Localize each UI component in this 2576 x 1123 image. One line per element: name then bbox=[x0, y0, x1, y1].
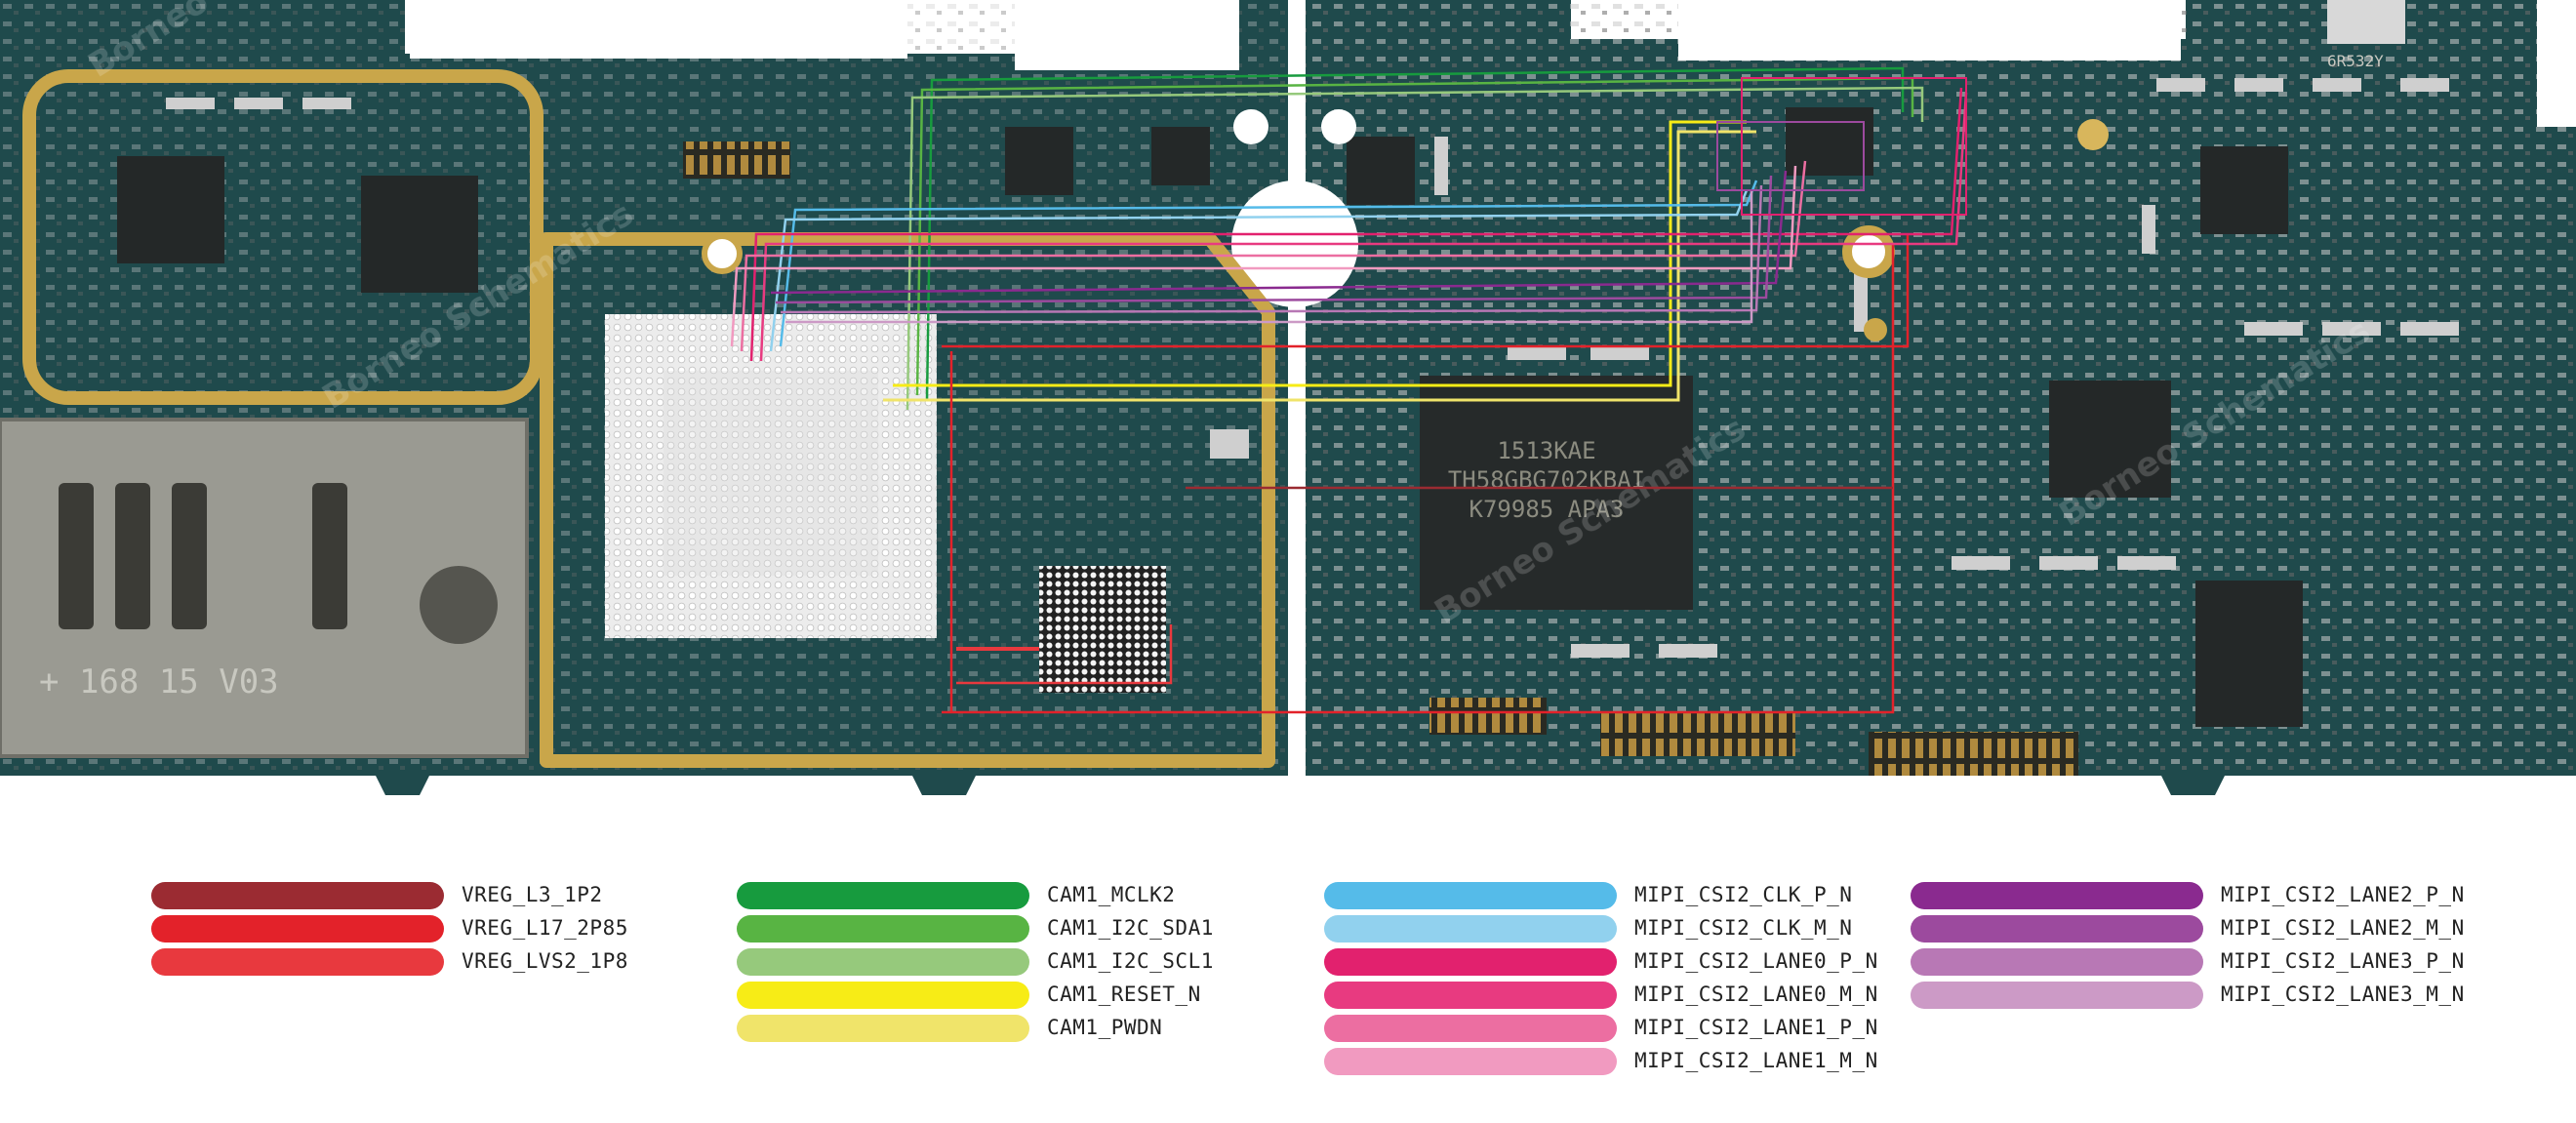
legend-label: CAM1_RESET_N bbox=[1047, 983, 1201, 1006]
sim-tray-text: + 168 15 V03 bbox=[39, 662, 279, 702]
legend-item: MIPI_CSI2_LANE0_P_N bbox=[1324, 944, 2007, 978]
legend-item: VREG_LVS2_1P8 bbox=[151, 944, 834, 978]
legend-column-mipi-lanes: MIPI_CSI2_LANE2_P_N MIPI_CSI2_LANE2_M_N … bbox=[1911, 878, 2576, 1011]
legend-swatch bbox=[1324, 982, 1617, 1009]
chip-marking-2: TH58GBG702KBAI bbox=[1448, 466, 1645, 494]
legend-swatch bbox=[737, 982, 1029, 1009]
legend-label: MIPI_CSI2_LANE2_M_N bbox=[2221, 916, 2465, 940]
legend-swatch bbox=[151, 948, 444, 976]
legend-label: MIPI_CSI2_LANE0_P_N bbox=[1634, 949, 1878, 973]
legend-swatch bbox=[737, 948, 1029, 976]
legend-column-power: VREG_L3_1P2 VREG_L17_2P85 VREG_LVS2_1P8 bbox=[151, 878, 834, 978]
legend-label: MIPI_CSI2_LANE0_M_N bbox=[1634, 983, 1878, 1006]
legend-label: MIPI_CSI2_LANE3_P_N bbox=[2221, 949, 2465, 973]
legend-label: CAM1_MCLK2 bbox=[1047, 883, 1176, 906]
legend-label: VREG_LVS2_1P8 bbox=[462, 949, 628, 973]
legend-column-mipi-clk: MIPI_CSI2_CLK_P_N MIPI_CSI2_CLK_M_N MIPI… bbox=[1324, 878, 2007, 1077]
legend-item: CAM1_I2C_SCL1 bbox=[737, 944, 1420, 978]
legend-column-cam: CAM1_MCLK2 CAM1_I2C_SDA1 CAM1_I2C_SCL1 C… bbox=[737, 878, 1420, 1044]
legend-item: MIPI_CSI2_LANE1_M_N bbox=[1324, 1044, 2007, 1077]
legend-label: CAM1_PWDN bbox=[1047, 1016, 1163, 1039]
legend-item: CAM1_MCLK2 bbox=[737, 878, 1420, 911]
legend-item: MIPI_CSI2_CLK_P_N bbox=[1324, 878, 2007, 911]
legend-swatch bbox=[1911, 982, 2203, 1009]
legend-label: VREG_L3_1P2 bbox=[462, 883, 603, 906]
legend-item: CAM1_RESET_N bbox=[737, 978, 1420, 1011]
legend-label: MIPI_CSI2_LANE1_M_N bbox=[1634, 1049, 1878, 1072]
legend-label: MIPI_CSI2_LANE1_P_N bbox=[1634, 1016, 1878, 1039]
legend-item: MIPI_CSI2_CLK_M_N bbox=[1324, 911, 2007, 944]
qr-label: 6R532Y bbox=[2327, 52, 2384, 70]
legend-label: MIPI_CSI2_LANE2_P_N bbox=[2221, 883, 2465, 906]
legend-swatch bbox=[1324, 948, 1617, 976]
legend-label: MIPI_CSI2_CLK_P_N bbox=[1634, 883, 1853, 906]
chip-marking-3: K79985 APA3 bbox=[1469, 496, 1625, 523]
legend-item: MIPI_CSI2_LANE3_M_N bbox=[1911, 978, 2576, 1011]
chip-marking-1: 1513KAE bbox=[1497, 437, 1595, 464]
legend-label: MIPI_CSI2_CLK_M_N bbox=[1634, 916, 1853, 940]
legend-swatch bbox=[151, 915, 444, 943]
legend-item: MIPI_CSI2_LANE2_M_N bbox=[1911, 911, 2576, 944]
legend-swatch bbox=[1324, 1015, 1617, 1042]
legend-swatch bbox=[151, 882, 444, 909]
legend-item: MIPI_CSI2_LANE0_M_N bbox=[1324, 978, 2007, 1011]
legend-label: VREG_L17_2P85 bbox=[462, 916, 628, 940]
legend-label: MIPI_CSI2_LANE3_M_N bbox=[2221, 983, 2465, 1006]
legend-item: VREG_L3_1P2 bbox=[151, 878, 834, 911]
legend-label: CAM1_I2C_SCL1 bbox=[1047, 949, 1214, 973]
legend-item: CAM1_PWDN bbox=[737, 1011, 1420, 1044]
legend-swatch bbox=[1911, 915, 2203, 943]
legend-item: VREG_L17_2P85 bbox=[151, 911, 834, 944]
legend-label: CAM1_I2C_SDA1 bbox=[1047, 916, 1214, 940]
legend-item: MIPI_CSI2_LANE2_P_N bbox=[1911, 878, 2576, 911]
legend-swatch bbox=[1911, 882, 2203, 909]
legend-swatch bbox=[1911, 948, 2203, 976]
legend-item: CAM1_I2C_SDA1 bbox=[737, 911, 1420, 944]
legend-swatch bbox=[737, 882, 1029, 909]
signal-legend: VREG_L3_1P2 VREG_L17_2P85 VREG_LVS2_1P8 … bbox=[0, 878, 2576, 1103]
legend-item: MIPI_CSI2_LANE1_P_N bbox=[1324, 1011, 2007, 1044]
legend-swatch bbox=[1324, 1048, 1617, 1075]
legend-swatch bbox=[1324, 882, 1617, 909]
legend-swatch bbox=[1324, 915, 1617, 943]
legend-swatch bbox=[737, 1015, 1029, 1042]
legend-item: MIPI_CSI2_LANE3_P_N bbox=[1911, 944, 2576, 978]
legend-swatch bbox=[737, 915, 1029, 943]
pcb-board-photo: + 168 15 V03 1513KAE TH58GBG702KBAI K799… bbox=[0, 0, 2576, 795]
